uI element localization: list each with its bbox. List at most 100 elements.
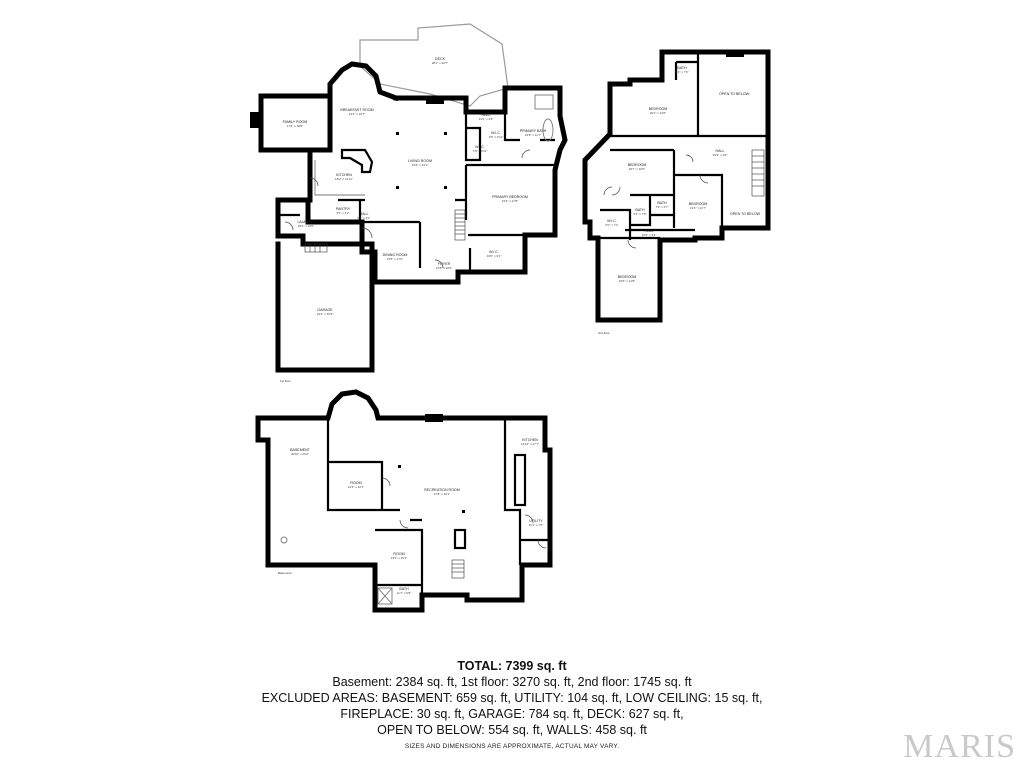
room-label: HALL bbox=[716, 149, 725, 153]
maris-watermark: MARIS bbox=[903, 728, 1016, 765]
room-label: ROOM bbox=[393, 552, 404, 556]
open-to-below-rail bbox=[726, 52, 744, 57]
first-floor-left-walls bbox=[307, 147, 333, 203]
room-label: BATH bbox=[399, 587, 409, 591]
room-dims: 20'2" x 13'6" bbox=[650, 111, 666, 115]
second-floor-room-labels: BATH 5'4" x 7'6" OPEN TO BELOW BEDROOM 2… bbox=[598, 66, 761, 335]
room-label: W.I.C. bbox=[475, 145, 485, 149]
first-floor-stairs bbox=[304, 209, 466, 253]
basement-kitchen-island bbox=[513, 453, 527, 507]
column bbox=[444, 132, 447, 135]
room-dims: 19'6" x 21'8" bbox=[619, 279, 635, 283]
room-label: W.I.C. bbox=[607, 219, 617, 223]
room-label: FAMILY ROOM bbox=[283, 120, 308, 124]
total-area: TOTAL: 7399 sq. ft bbox=[457, 659, 567, 673]
floor-areas: Basement: 2384 sq. ft, 1st floor: 3270 s… bbox=[332, 675, 692, 689]
room-label: HALL bbox=[645, 229, 654, 233]
basement-plan: BASEMENT 40'10" x 26'2" KITCHEN 13'10" x… bbox=[255, 389, 553, 613]
room-dims: 6'4" x 4'1" bbox=[357, 216, 370, 220]
second-floor-door-swings bbox=[603, 154, 709, 249]
room-label: BATH bbox=[635, 208, 645, 212]
room-label: PANTRY bbox=[336, 207, 351, 211]
disclaimer: SIZES AND DIMENSIONS ARE APPROXIMATE, AC… bbox=[404, 743, 620, 750]
column bbox=[398, 465, 401, 468]
basement-interior-walls bbox=[326, 418, 550, 595]
room-dims: 10'0" x 6'1" bbox=[487, 254, 502, 258]
room-label: PRIMARY BATH bbox=[520, 129, 547, 133]
basement-stairs bbox=[451, 559, 465, 579]
basement-shower bbox=[377, 587, 393, 605]
kitchen-counter bbox=[314, 160, 365, 196]
second-floor-plan: BATH 5'4" x 7'6" OPEN TO BELOW BEDROOM 2… bbox=[582, 49, 771, 335]
room-label: OPEN TO BELOW bbox=[719, 92, 750, 96]
column bbox=[396, 132, 399, 135]
floor-label: Basement bbox=[278, 571, 292, 575]
room-dims: 11'7" x 5'8" bbox=[397, 591, 412, 595]
room-dims: 10'0" x 3'6" bbox=[642, 233, 657, 237]
room-label: BEDROOM bbox=[618, 275, 637, 279]
basement-outer-walls bbox=[255, 389, 553, 613]
room-dims: 15'8" x 11'7" bbox=[525, 133, 541, 137]
floor-label: 1st floor bbox=[280, 379, 291, 383]
room-label: DECK bbox=[435, 57, 446, 61]
room-dims: 6'0" x 7'1" bbox=[605, 223, 618, 227]
room-dims: 18'4" x 10'0" bbox=[298, 224, 314, 228]
room-label: KITCHEN bbox=[522, 438, 538, 442]
family-room-fireplace bbox=[250, 112, 261, 128]
room-dims: 17'6" x 18'8" bbox=[287, 124, 303, 128]
room-dims: 4'3" x 7'9" bbox=[633, 212, 646, 216]
room-dims: 3'6" x 2'11" bbox=[489, 135, 504, 139]
room-dims: 40'10" x 26'2" bbox=[291, 452, 309, 456]
first-floor-plan: DECK 28'1" x 20'7" BREAKFAST ROOM 14'4" … bbox=[250, 23, 568, 383]
room-dims: 28'1" x 20'7" bbox=[432, 61, 448, 65]
room-label: BEDROOM bbox=[689, 202, 708, 206]
room-dims: 7'8" x 6'11" bbox=[473, 149, 488, 153]
basement-room-labels: BASEMENT 40'10" x 26'2" KITCHEN 13'10" x… bbox=[278, 438, 543, 595]
room-label: ROOM bbox=[350, 481, 361, 485]
breakfast-bay-walls bbox=[327, 61, 400, 102]
basement-shower-x bbox=[377, 587, 393, 605]
room-label: DINING ROOM bbox=[383, 253, 408, 257]
room-label: UTILITY bbox=[529, 519, 543, 523]
living-room-fireplace bbox=[426, 96, 444, 104]
room-label: PRIMARY BEDROOM bbox=[492, 195, 528, 199]
room-label: HALL bbox=[482, 113, 491, 117]
room-dims: 23'3" x 17'8" bbox=[502, 199, 518, 203]
room-dims: 11'1" x 7'6" bbox=[529, 523, 544, 527]
room-dims: 47'8" x 40'1" bbox=[434, 492, 450, 496]
column bbox=[444, 186, 447, 189]
room-label: KITCHEN bbox=[336, 173, 352, 177]
basement-fireplace bbox=[425, 414, 443, 422]
room-label: OPEN TO BELOW bbox=[730, 212, 761, 216]
room-label: W.I.C. bbox=[491, 131, 501, 135]
room-dims: 14'3" x 12'1" bbox=[348, 485, 364, 489]
room-dims: 23'3" x 4'8" bbox=[713, 153, 728, 157]
room-label: FOYER bbox=[438, 262, 451, 266]
room-dims: 24'4" x 30'9" bbox=[317, 312, 333, 316]
room-dims: 5'4" x 7'6" bbox=[675, 70, 688, 74]
room-label: RECREATION ROOM bbox=[424, 488, 459, 492]
room-label: GARAGE bbox=[317, 308, 333, 312]
room-dims: 20'7" x 10'0" bbox=[629, 167, 645, 171]
second-floor-outer-walls bbox=[582, 49, 771, 323]
excluded-areas-1: EXCLUDED AREAS: BASEMENT: 659 sq. ft, UT… bbox=[261, 691, 763, 705]
room-dims: 13'6" x 15'4" bbox=[391, 556, 407, 560]
room-dims: 18'2" x 14'11" bbox=[335, 177, 353, 181]
first-floor-main-walls bbox=[275, 85, 568, 373]
room-dims: 24'8" x 23'1" bbox=[412, 163, 428, 167]
column bbox=[396, 186, 399, 189]
room-label: LIVING ROOM bbox=[408, 159, 432, 163]
room-dims: 13'4" x 11'7" bbox=[690, 206, 706, 210]
room-label: HALL bbox=[360, 212, 369, 216]
room-dims: 14'2" x 4'9" bbox=[479, 117, 494, 121]
floor-label: 2nd floor bbox=[598, 331, 610, 335]
area-summary: TOTAL: 7399 sq. ft Basement: 2384 sq. ft… bbox=[0, 658, 1024, 738]
room-dims: 13'10" x 27'7" bbox=[521, 442, 539, 446]
column bbox=[462, 510, 465, 513]
room-dims: 5'1" x 4'2" bbox=[336, 211, 349, 215]
primary-bath-shower bbox=[534, 94, 554, 110]
kitchen-island bbox=[340, 148, 374, 174]
room-dims: 12'8" x 10'0" bbox=[436, 266, 452, 270]
primary-bath-tub bbox=[542, 118, 554, 142]
